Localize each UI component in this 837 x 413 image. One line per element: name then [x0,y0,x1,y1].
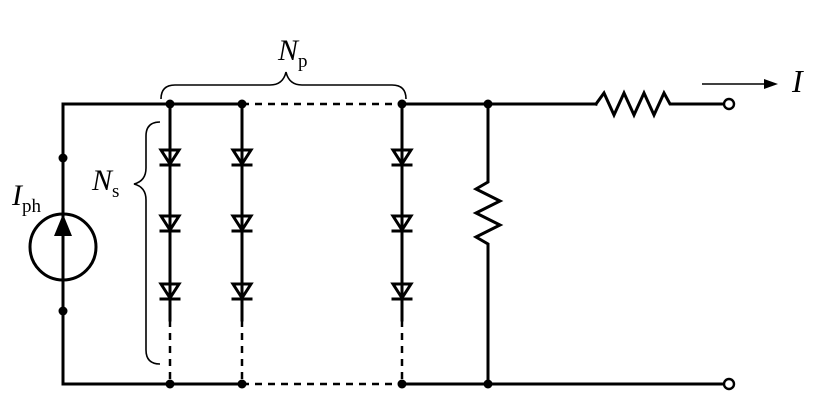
diode-symbol [230,282,254,301]
shunt-resistor [472,102,504,386]
junction-dot [483,379,493,389]
arrow-head-icon [764,79,778,89]
junction-dot [165,379,175,389]
np-brace [160,71,407,100]
junction-dot [483,99,493,109]
diode-symbol [390,282,414,301]
junction-dot [237,379,247,389]
junction-dot [397,379,407,389]
ns-brace [133,121,161,365]
iph-label: Iph [11,179,42,217]
output-current-arrow [702,79,778,89]
diode-symbol [390,214,414,233]
diode-string [390,99,414,389]
diode-symbol [230,148,254,167]
diode-string [230,99,254,389]
output-terminal-top [722,97,736,111]
output-terminal-bottom [722,377,736,391]
current-arrow-icon [54,214,72,236]
junction-dot [165,99,175,109]
diode-symbol [158,214,182,233]
junction-dot [58,153,68,163]
diode-symbol [390,148,414,167]
diode-symbol [230,214,254,233]
diode-symbol [158,282,182,301]
diode-strings [158,99,414,389]
current-source-branch [28,102,98,386]
np-label: Np [277,34,308,72]
shunt-resistor-branch [472,99,504,389]
junction-dot [237,99,247,109]
diode-string [158,99,182,389]
junction-dot [397,99,407,109]
output-current-label: I [791,63,804,99]
series-resistor [593,89,726,119]
diode-symbol [158,148,182,167]
junction-dot [58,306,68,316]
ns-label: Ns [91,164,119,202]
